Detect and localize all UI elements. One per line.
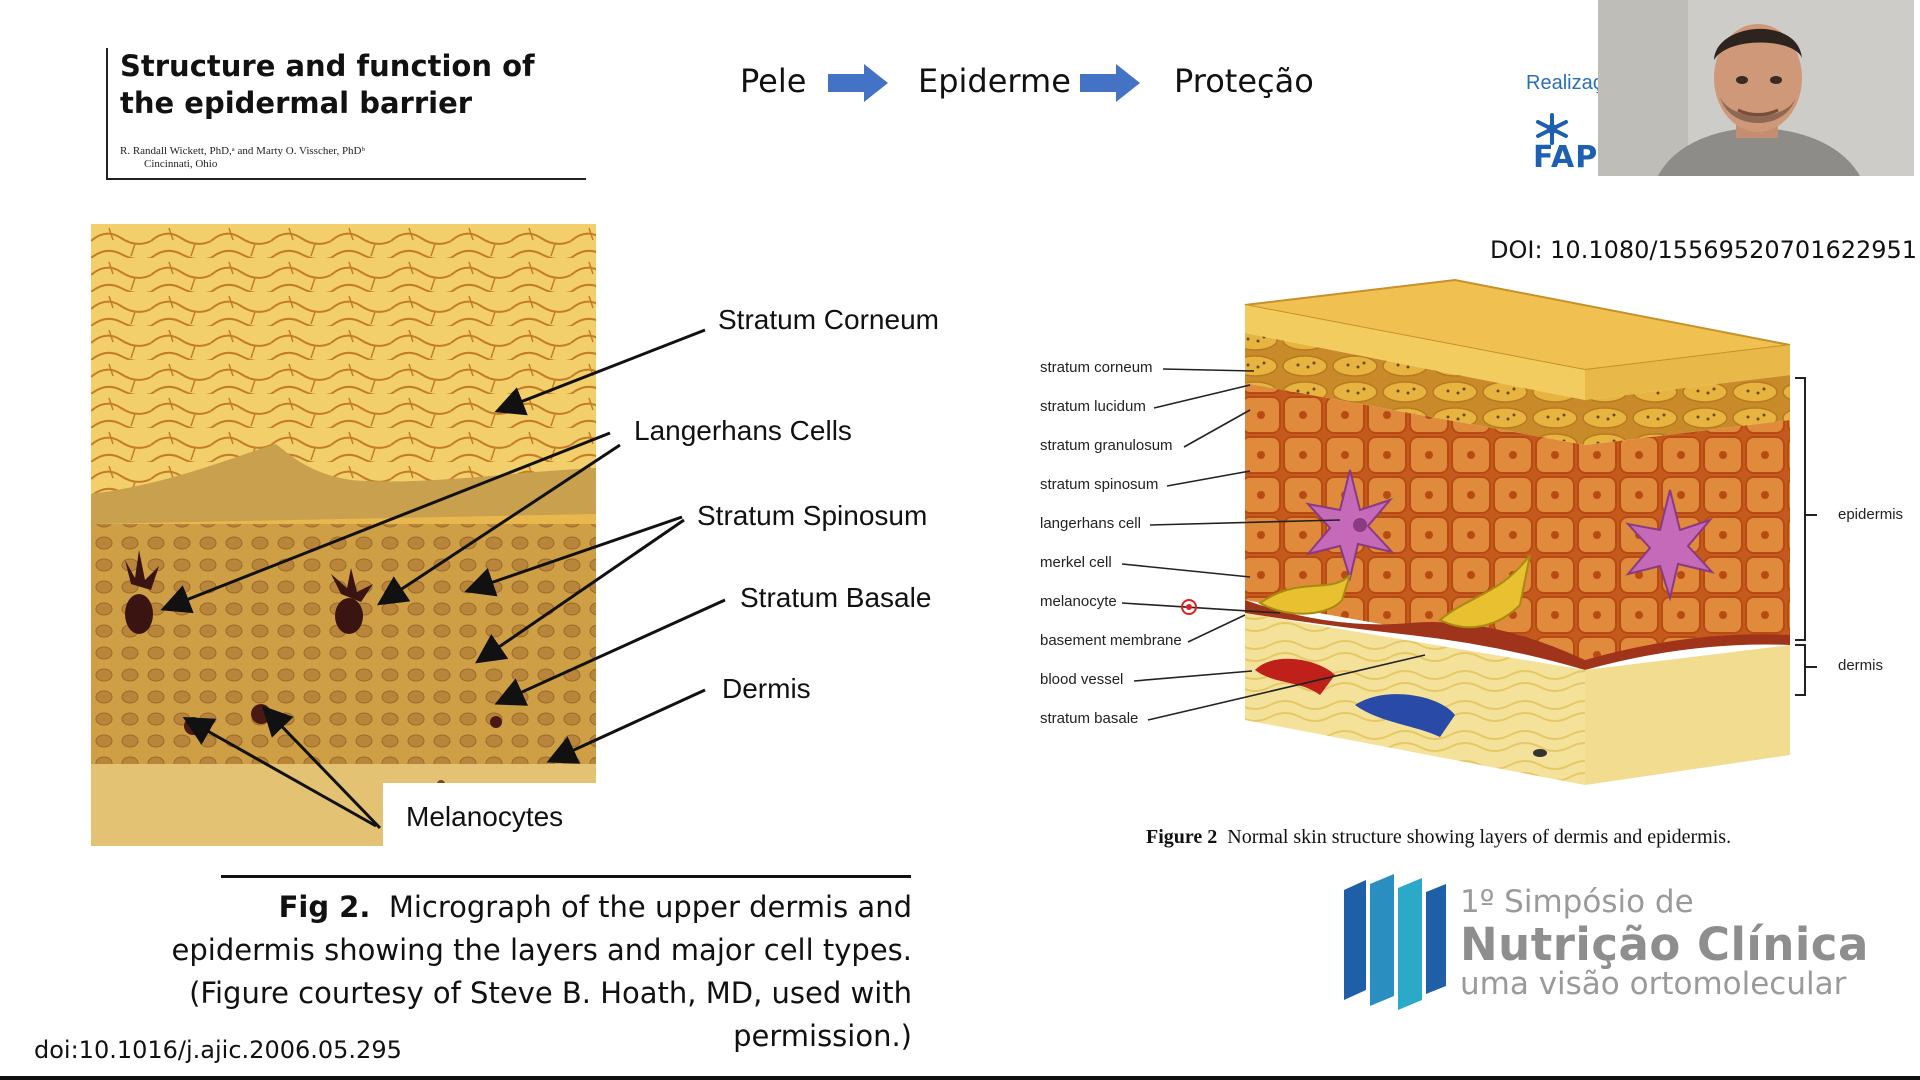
pointer-cursor-icon bbox=[1181, 599, 1197, 615]
caption-rule bbox=[221, 875, 911, 878]
label-stratum-corneum: Stratum Corneum bbox=[718, 304, 939, 335]
skin-label-corneum: stratum corneum bbox=[1040, 359, 1153, 376]
skin-label-lucidum: stratum lucidum bbox=[1040, 398, 1146, 415]
paper-header: Structure and function of the epidermal … bbox=[106, 48, 586, 180]
symposium-line3: uma visão ortomolecular bbox=[1460, 966, 1847, 1002]
skin-label-epidermis: epidermis bbox=[1838, 506, 1904, 523]
skin-label-melanocyte: melanocyte bbox=[1040, 593, 1117, 610]
label-langerhans-cells: Langerhans Cells bbox=[634, 415, 852, 446]
paper-location: Cincinnati, Ohio bbox=[144, 158, 218, 170]
label-dermis: Dermis bbox=[722, 673, 811, 704]
sponsor-label: Realizaç bbox=[1526, 72, 1603, 94]
label-stratum-spinosum: Stratum Spinosum bbox=[697, 500, 928, 531]
fig2-text: Normal skin structure showing layers of … bbox=[1227, 826, 1732, 848]
skin-label-spinosum: stratum spinosum bbox=[1040, 476, 1159, 493]
skin-label-basement: basement membrane bbox=[1040, 632, 1182, 649]
skin-label-vessel: blood vessel bbox=[1040, 671, 1124, 688]
fig2-number: Figure 2 bbox=[1146, 826, 1218, 848]
fape-snowflake-icon bbox=[1536, 113, 1568, 145]
symposium-line2: Nutrição Clínica bbox=[1460, 918, 1869, 971]
doi-right: DOI: 10.1080/15569520701622951 bbox=[1490, 236, 1918, 264]
flow-step-protecao: Proteção bbox=[1174, 62, 1314, 100]
micrograph-arrows bbox=[160, 328, 726, 830]
symposium-line1: 1º Simpósio de bbox=[1460, 884, 1694, 920]
fig-caption-left: Fig 2. Micrograph of the upper dermis an… bbox=[150, 886, 912, 1058]
symposium-logo-icon bbox=[1344, 874, 1446, 1010]
skin-label-granulosum: stratum granulosum bbox=[1040, 437, 1173, 454]
skin-structure-diagram bbox=[1121, 278, 1817, 785]
doi-left: doi:10.1016/j.ajic.2006.05.295 bbox=[34, 1036, 402, 1064]
flow-step-pele: Pele bbox=[740, 62, 807, 100]
flow-arrow-icon bbox=[1080, 64, 1140, 102]
fig-caption-line2: epidermis showing the layers and major c… bbox=[171, 933, 912, 967]
skin-label-merkel: merkel cell bbox=[1040, 554, 1112, 571]
fig-number: Fig 2. bbox=[278, 890, 371, 924]
micrograph-image bbox=[91, 224, 596, 846]
label-melanocytes: Melanocytes bbox=[406, 801, 564, 832]
melanocytes-label-box bbox=[383, 783, 598, 849]
skin-label-dermis: dermis bbox=[1838, 657, 1884, 674]
fig-caption-line4: permission.) bbox=[733, 1019, 912, 1053]
fig-caption-line1: Micrograph of the upper dermis and bbox=[388, 890, 912, 924]
skin-label-basale: stratum basale bbox=[1040, 710, 1139, 727]
skin-label-langerhans: langerhans cell bbox=[1040, 515, 1141, 532]
presenter-video bbox=[1598, 0, 1914, 176]
flow-step-epiderme: Epiderme bbox=[918, 62, 1071, 100]
webcam-feed bbox=[1598, 0, 1914, 176]
label-stratum-basale: Stratum Basale bbox=[740, 582, 932, 613]
flow-arrow-icon bbox=[828, 64, 888, 102]
micrograph-svg bbox=[91, 224, 596, 846]
bottom-border bbox=[0, 1076, 1920, 1080]
paper-title: Structure and function of the epidermal … bbox=[120, 49, 535, 120]
fig-caption-right: Figure 2 Normal skin structure showing l… bbox=[1146, 826, 1731, 849]
paper-authors: R. Randall Wickett, PhD,ᵃ and Marty O. V… bbox=[120, 145, 365, 157]
fig-caption-line3: (Figure courtesy of Steve B. Hoath, MD, … bbox=[189, 976, 912, 1010]
